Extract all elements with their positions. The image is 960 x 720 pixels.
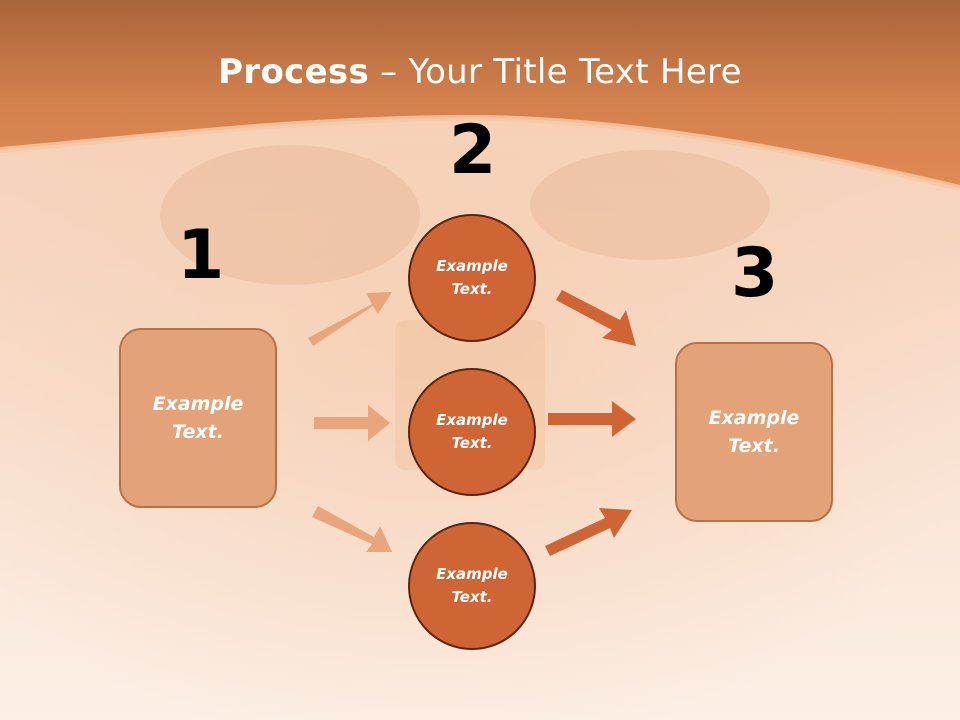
right-box-text: Example Text.: [708, 406, 800, 458]
circle-top: Example Text.: [408, 214, 536, 342]
arrow-left-down: [312, 506, 392, 552]
arrow-right-mid: [548, 401, 636, 437]
left-box-text: Example Text.: [152, 392, 244, 444]
right-box: Example Text.: [675, 342, 833, 522]
circle-middle: Example Text.: [408, 368, 536, 496]
header-band: [0, 0, 960, 188]
header-curve: [0, 114, 960, 191]
step-number-2: 2: [449, 111, 497, 190]
left-box: Example Text.: [119, 328, 277, 508]
slide-title: Process – Your Title Text Here: [0, 52, 960, 92]
arrows-light: [308, 292, 392, 552]
title-rest: – Your Title Text Here: [369, 52, 742, 92]
step-number-3: 3: [731, 234, 779, 313]
circle-bottom-text: Example Text.: [436, 564, 508, 606]
arrow-left-up: [308, 292, 392, 346]
arrow-left-mid: [314, 405, 390, 441]
arrows-dark: [545, 290, 636, 556]
arrow-right-up: [545, 508, 632, 556]
circle-top-text: Example Text.: [436, 256, 508, 298]
title-bold: Process: [218, 52, 370, 92]
circle-bottom: Example Text.: [408, 522, 536, 650]
arrow-right-down: [556, 290, 636, 346]
circle-middle-text: Example Text.: [436, 410, 508, 452]
step-number-1: 1: [177, 216, 225, 295]
